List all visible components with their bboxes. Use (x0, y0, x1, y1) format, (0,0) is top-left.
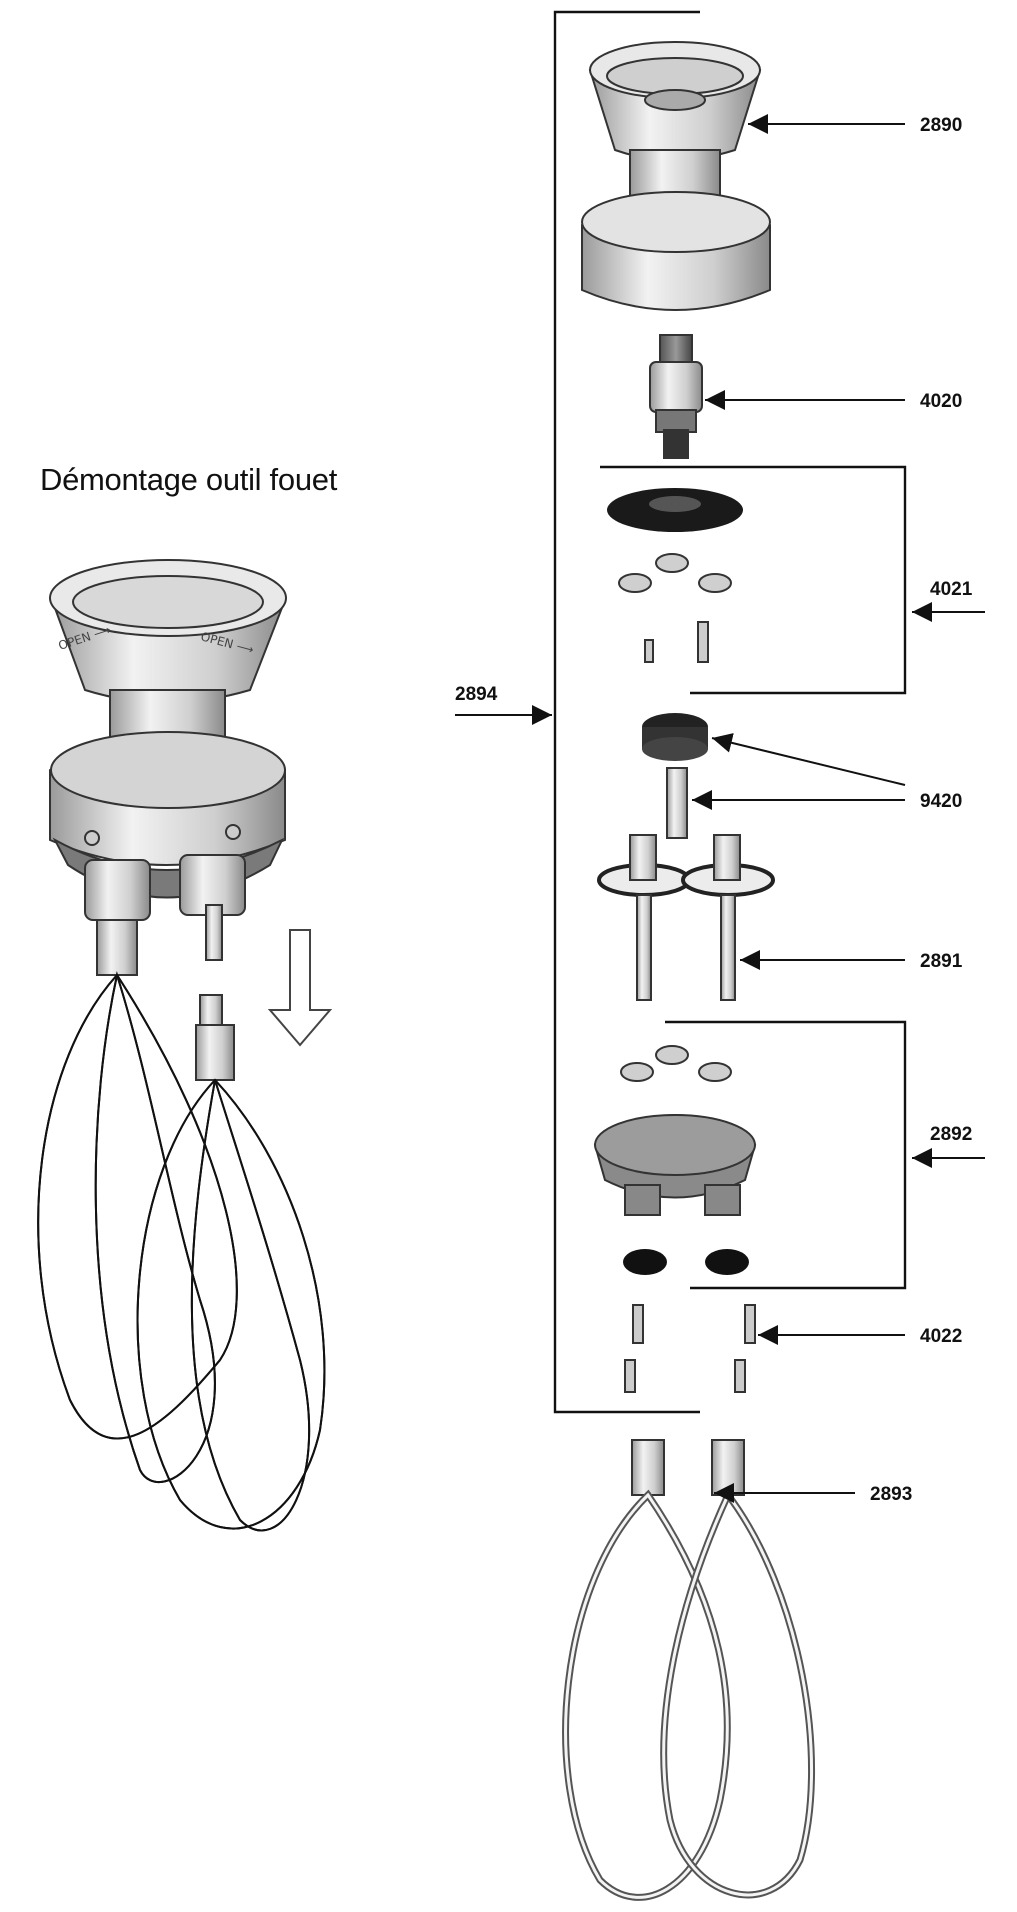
part-4020-coupling (649, 334, 703, 459)
callouts: 2890 4020 4021 2894 9420 2891 2892 4022 … (455, 114, 985, 1505)
diagram-title: Démontage outil fouet (40, 462, 338, 497)
part-2891-gear-shafts (597, 834, 775, 1001)
part-2890-top-housing (581, 41, 771, 311)
part-4021-gasket-set (607, 488, 743, 663)
part-9420-pinion (642, 713, 708, 839)
leader-9420-a (711, 733, 906, 786)
ref-2893: 2893 (870, 1484, 912, 1505)
ref-4020: 4020 (920, 391, 962, 412)
bracket-2894 (553, 10, 700, 1414)
assembled-whisk-illustration: OPEN ⟶ OPEN ⟶ (37, 559, 333, 1532)
ref-2894: 2894 (455, 684, 498, 705)
bracket-4021 (600, 465, 907, 695)
ref-4022: 4022 (920, 1326, 962, 1347)
ref-2890: 2890 (920, 115, 962, 136)
ref-2892: 2892 (930, 1124, 972, 1145)
ref-4021: 4021 (930, 579, 973, 600)
part-4022-screws (624, 1304, 756, 1393)
part-2893-whisks (562, 1439, 816, 1901)
part-2892-base-plate (593, 1045, 757, 1275)
ref-2891: 2891 (920, 951, 963, 972)
ref-9420: 9420 (920, 791, 962, 812)
bracket-2892 (665, 1020, 907, 1290)
